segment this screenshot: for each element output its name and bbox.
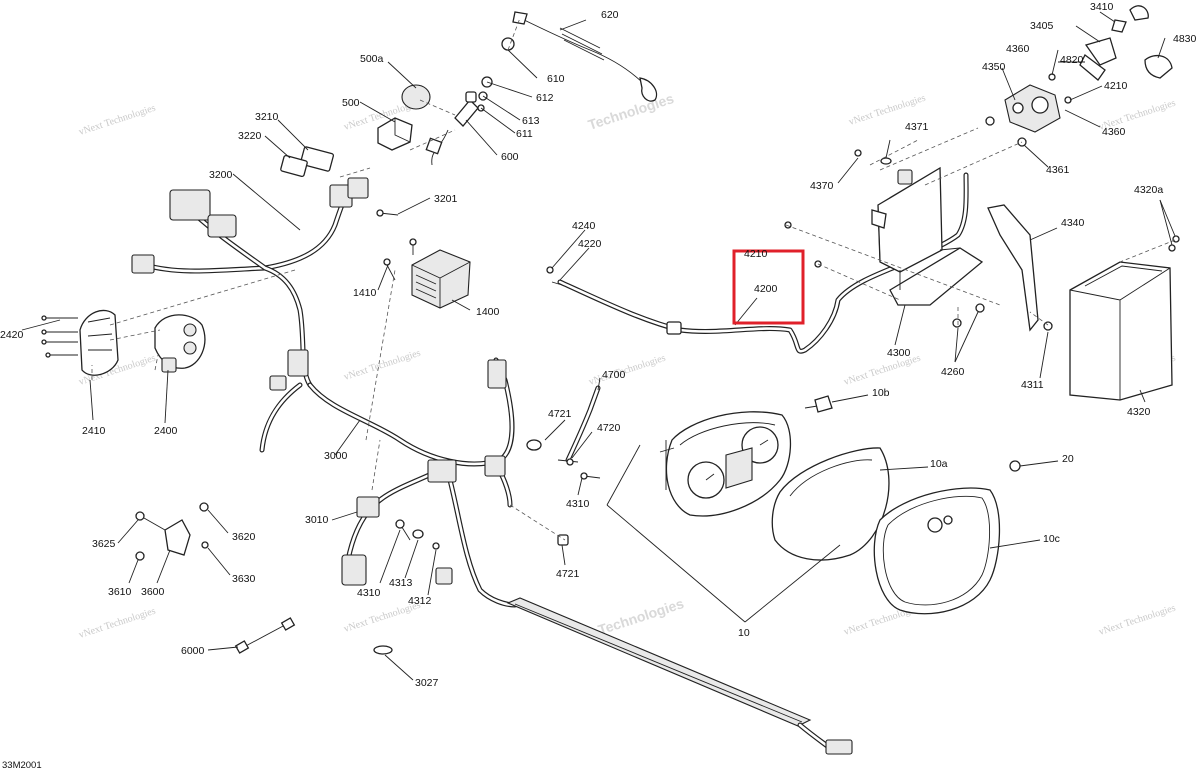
part-label-4721[interactable]: 4721 bbox=[548, 408, 572, 420]
part-label-611[interactable]: 611 bbox=[516, 128, 533, 140]
part-label-3410[interactable]: 3410 bbox=[1090, 1, 1114, 13]
part-label-3220[interactable]: 3220 bbox=[238, 130, 262, 142]
part-label-2400[interactable]: 2400 bbox=[154, 425, 178, 437]
part-label-4721[interactable]: 4721 bbox=[556, 568, 580, 580]
part-label-3405[interactable]: 3405 bbox=[1030, 20, 1054, 32]
part-label-4370[interactable]: 4370 bbox=[810, 180, 834, 192]
part-label-20[interactable]: 20 bbox=[1062, 453, 1074, 465]
wire-4200 bbox=[546, 172, 969, 354]
watermark: vNext Technologies bbox=[78, 606, 158, 641]
part-label-4361[interactable]: 4361 bbox=[1046, 164, 1070, 176]
part-label-4830[interactable]: 4830 bbox=[1173, 33, 1197, 45]
watermark: vNext Technologies bbox=[1098, 603, 1178, 638]
part-label-620[interactable]: 620 bbox=[601, 9, 619, 21]
part-label-4350[interactable]: 4350 bbox=[982, 61, 1006, 73]
watermark: Technologies bbox=[596, 595, 686, 638]
group-10-bracket-line bbox=[606, 444, 641, 506]
part-label-500[interactable]: 500 bbox=[342, 97, 360, 109]
part-label-10a[interactable]: 10a bbox=[930, 458, 948, 470]
group-10-bracket-line bbox=[744, 544, 841, 623]
part-label-2410[interactable]: 2410 bbox=[82, 425, 106, 437]
diagram-code: 33M2001 bbox=[2, 760, 42, 771]
part-label-4320a[interactable]: 4320a bbox=[1134, 184, 1163, 196]
part-label-4720[interactable]: 4720 bbox=[597, 422, 621, 434]
part-label-4360[interactable]: 4360 bbox=[1006, 43, 1030, 55]
part-label-4240[interactable]: 4240 bbox=[572, 220, 596, 232]
part-label-4371[interactable]: 4371 bbox=[905, 121, 929, 133]
connector-3210 bbox=[280, 146, 335, 178]
assembly-lines bbox=[91, 17, 1176, 541]
part-label-1410[interactable]: 1410 bbox=[353, 287, 377, 299]
part-label-500a[interactable]: 500a bbox=[360, 53, 384, 65]
watermark: vNext Technologies bbox=[78, 103, 158, 138]
watermarks: vNext Technologies vNext Technologies Te… bbox=[78, 90, 1178, 641]
part-label-3620[interactable]: 3620 bbox=[232, 531, 256, 543]
bracket-4300 bbox=[784, 149, 985, 328]
part-label-3600[interactable]: 3600 bbox=[141, 586, 165, 598]
part-label-4312[interactable]: 4312 bbox=[408, 595, 432, 607]
part-label-3010[interactable]: 3010 bbox=[305, 514, 329, 526]
part-label-4220[interactable]: 4220 bbox=[578, 238, 602, 250]
part-label-600[interactable]: 600 bbox=[501, 151, 519, 163]
part-label-4210[interactable]: 4210 bbox=[1104, 80, 1128, 92]
gauge-cluster-10 bbox=[659, 395, 833, 517]
part-label-4320[interactable]: 4320 bbox=[1127, 406, 1151, 418]
part-label-4200[interactable]: 4200 bbox=[754, 283, 778, 295]
watermark: vNext Technologies bbox=[343, 348, 423, 383]
part-label-3630[interactable]: 3630 bbox=[232, 573, 256, 585]
group-10-bracket-line bbox=[606, 504, 746, 623]
part-label-2420[interactable]: 2420 bbox=[0, 329, 24, 341]
part-label-610[interactable]: 610 bbox=[547, 73, 565, 85]
part-label-4310[interactable]: 4310 bbox=[566, 498, 590, 510]
part-label-3200[interactable]: 3200 bbox=[209, 169, 233, 181]
flat-cable-strip bbox=[506, 597, 853, 755]
part-label-4700[interactable]: 4700 bbox=[602, 369, 626, 381]
part-label-4310[interactable]: 4310 bbox=[357, 587, 381, 599]
part-label-10b[interactable]: 10b bbox=[872, 387, 890, 399]
part-label-10[interactable]: 10 bbox=[738, 627, 750, 639]
sensor-bracket-3600 bbox=[135, 502, 209, 561]
part-label-4260[interactable]: 4260 bbox=[941, 366, 965, 378]
main-harness bbox=[131, 177, 518, 608]
part-label-1400[interactable]: 1400 bbox=[476, 306, 500, 318]
part-label-3027[interactable]: 3027 bbox=[415, 677, 439, 689]
part-label-3210[interactable]: 3210 bbox=[255, 111, 279, 123]
part-label-613[interactable]: 613 bbox=[522, 115, 540, 127]
bolt-3201 bbox=[376, 209, 399, 217]
part-label-4340[interactable]: 4340 bbox=[1061, 217, 1085, 229]
part-label-4820[interactable]: 4820 bbox=[1060, 54, 1084, 66]
solenoid-4350 bbox=[985, 5, 1173, 147]
part-label-4313[interactable]: 4313 bbox=[389, 577, 413, 589]
part-label-10c[interactable]: 10c bbox=[1043, 533, 1060, 545]
part-label-3000[interactable]: 3000 bbox=[324, 450, 348, 462]
part-labels: 620 500a 610 500 612 613 611 600 3210 32… bbox=[0, 1, 1197, 689]
part-label-4300[interactable]: 4300 bbox=[887, 347, 911, 359]
leader-lines bbox=[21, 11, 1176, 681]
part-label-4311[interactable]: 4311 bbox=[1021, 379, 1044, 391]
cable-6000 bbox=[234, 617, 393, 655]
part-label-3625[interactable]: 3625 bbox=[92, 538, 116, 550]
part-label-6000[interactable]: 6000 bbox=[181, 645, 205, 657]
part-label-3201[interactable]: 3201 bbox=[434, 193, 458, 205]
part-label-3610[interactable]: 3610 bbox=[108, 586, 132, 598]
part-label-4210[interactable]: 4210 bbox=[744, 248, 768, 260]
highlight-box-4200[interactable] bbox=[732, 249, 805, 325]
watermark: Technologies bbox=[586, 90, 676, 133]
lens-10a bbox=[771, 447, 890, 561]
fasteners-4310 bbox=[395, 519, 440, 550]
handlebar-switch-2400 bbox=[41, 309, 206, 376]
module-1400 bbox=[383, 238, 471, 309]
part-label-4360[interactable]: 4360 bbox=[1102, 126, 1126, 138]
ground-strap-4700 bbox=[526, 385, 601, 546]
ignition-switch-500 bbox=[377, 84, 479, 166]
part-label-612[interactable]: 612 bbox=[536, 92, 554, 104]
battery-4320 bbox=[987, 204, 1180, 401]
bezel-10c bbox=[873, 460, 1021, 615]
